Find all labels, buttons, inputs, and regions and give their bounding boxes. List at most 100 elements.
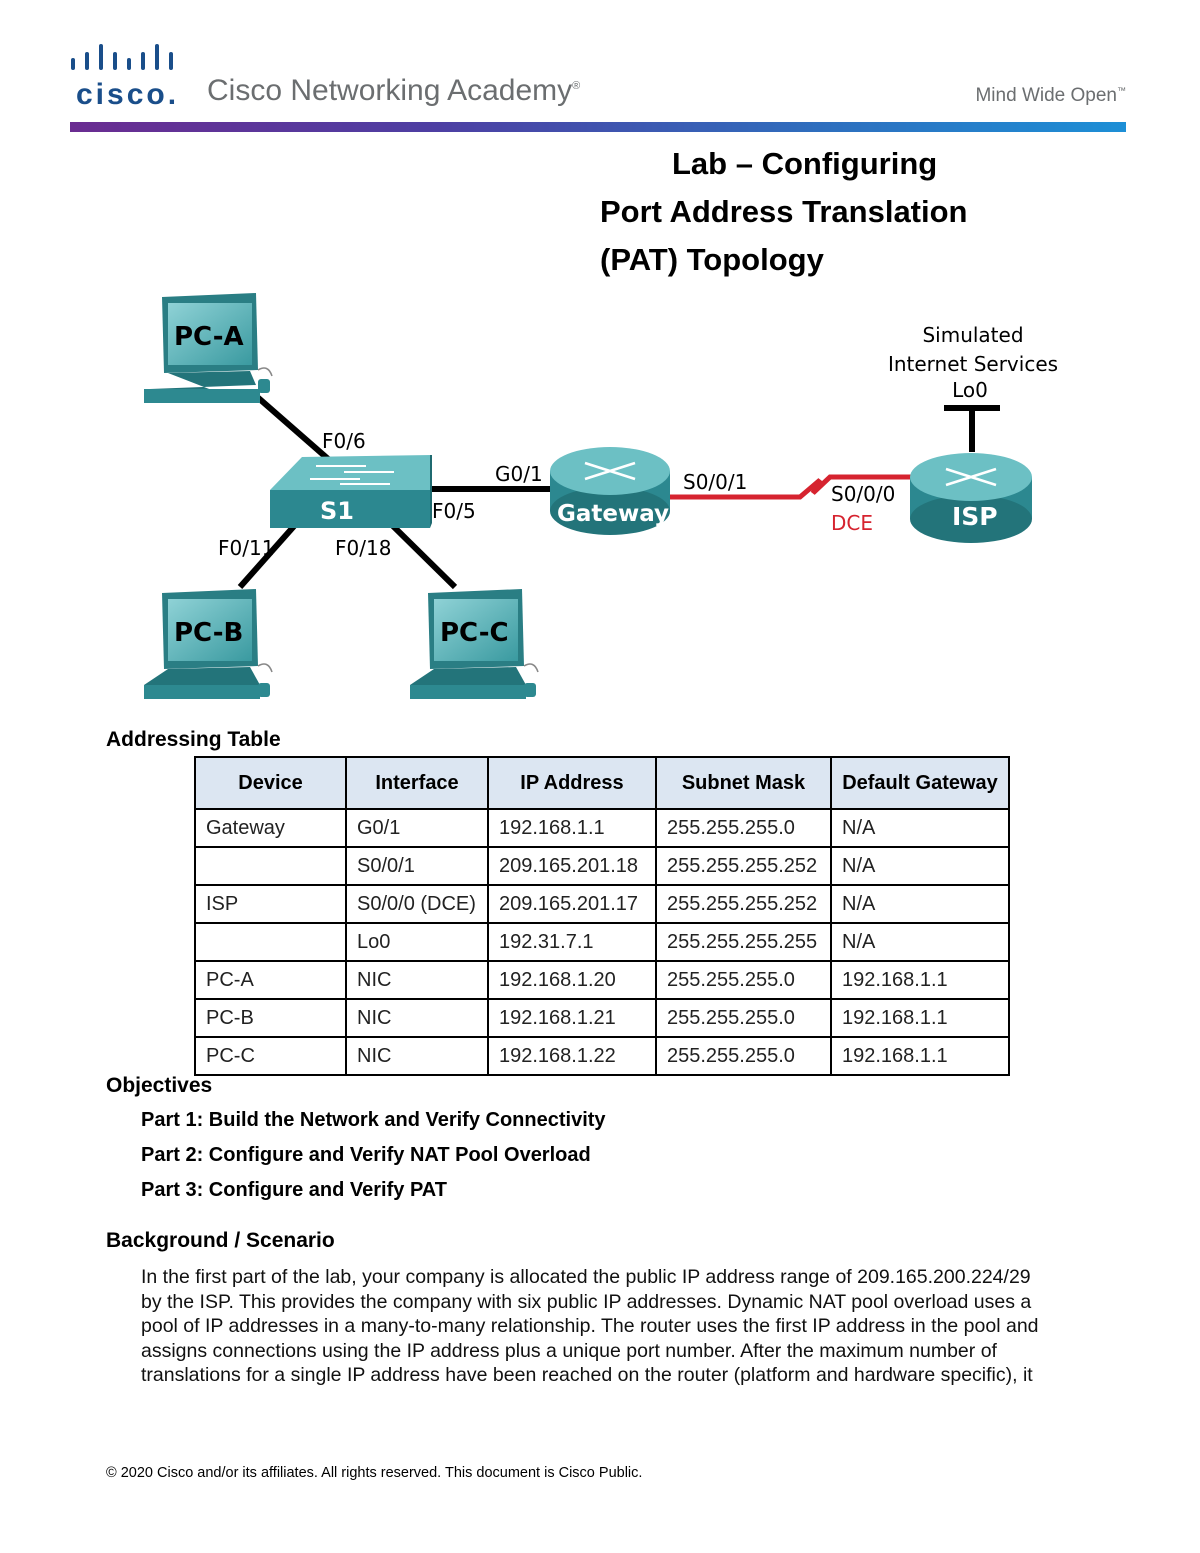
- table-cell: NIC: [345, 1036, 489, 1076]
- table-row: Gateway G0/1 192.168.1.1 255.255.255.0 N…: [194, 808, 1010, 848]
- table-cell: S0/0/1: [345, 846, 489, 886]
- isp-label: ISP: [952, 502, 998, 531]
- table-cell: S0/0/0 (DCE): [345, 884, 489, 924]
- page-title: Lab – Configuring Port Address Translati…: [600, 140, 1020, 284]
- title-line-2: Port Address Translation: [600, 194, 968, 229]
- port-label-f0-11: F0/11: [218, 536, 274, 560]
- table-cell: 255.255.255.0: [655, 1036, 832, 1076]
- column-header-ip-address: IP Address: [487, 756, 657, 810]
- objective-item: Part 3: Configure and Verify PAT: [141, 1179, 447, 1201]
- port-label-g0-1: G0/1: [495, 462, 543, 486]
- table-cell: N/A: [830, 808, 1010, 848]
- pc-c-label: PC-C: [440, 618, 509, 648]
- paragraph-line: translations for a single IP address hav…: [141, 1364, 1033, 1386]
- objectives-list: Part 1: Build the Network and Verify Con…: [141, 1106, 606, 1211]
- academy-name: Cisco Networking Academy®: [207, 74, 581, 107]
- pc-b-label: PC-B: [174, 618, 243, 648]
- port-label-f0-18: F0/18: [335, 536, 391, 560]
- table-row: PC-A NIC 192.168.1.20 255.255.255.0 192.…: [194, 960, 1010, 1000]
- objective-item: Part 1: Build the Network and Verify Con…: [141, 1109, 606, 1131]
- table-row: ISP S0/0/0 (DCE) 209.165.201.17 255.255.…: [194, 884, 1010, 924]
- internet-label-lo0: Lo0: [952, 378, 988, 402]
- copyright-footer: © 2020 Cisco and/or its affiliates. All …: [106, 1465, 643, 1481]
- cisco-logo-wordmark: cisco.: [76, 78, 180, 111]
- background-paragraph: In the first part of the lab, your compa…: [141, 1265, 1101, 1388]
- title-line-3: (PAT) Topology: [600, 242, 824, 277]
- switch-s1-device: S1: [270, 455, 432, 528]
- table-cell: 192.168.1.1: [830, 960, 1010, 1000]
- title-line-1: Lab – Configuring: [672, 146, 938, 181]
- column-header-device: Device: [194, 756, 347, 810]
- table-cell: 255.255.255.255: [655, 922, 832, 962]
- table-cell: 255.255.255.0: [655, 960, 832, 1000]
- table-cell: PC-B: [194, 998, 347, 1038]
- addressing-table-wrapper: Device Interface IP Address Subnet Mask …: [194, 756, 1010, 1076]
- table-cell: 192.168.1.1: [830, 998, 1010, 1038]
- table-cell: [194, 846, 347, 886]
- table-row: PC-C NIC 192.168.1.22 255.255.255.0 192.…: [194, 1036, 1010, 1076]
- table-cell: 192.168.1.20: [487, 960, 657, 1000]
- paragraph-line: In the first part of the lab, your compa…: [141, 1266, 1031, 1288]
- table-cell: 255.255.255.252: [655, 884, 832, 924]
- port-label-f0-6: F0/6: [322, 429, 366, 453]
- table-cell: PC-A: [194, 960, 347, 1000]
- table-cell: 192.168.1.21: [487, 998, 657, 1038]
- table-cell: 192.168.1.22: [487, 1036, 657, 1076]
- port-label-dce: DCE: [831, 511, 873, 535]
- table-row: PC-B NIC 192.168.1.21 255.255.255.0 192.…: [194, 998, 1010, 1038]
- internet-label-line-2: Internet Services: [888, 352, 1058, 376]
- internet-label-line-1: Simulated: [922, 323, 1023, 347]
- table-cell: 209.165.201.17: [487, 884, 657, 924]
- gateway-router-device: Gateway: [550, 447, 670, 535]
- port-label-s0-0-1: S0/0/1: [683, 470, 747, 494]
- pc-a-device: PC-A: [144, 293, 273, 403]
- addressing-table-heading: Addressing Table: [106, 728, 281, 751]
- background-heading: Background / Scenario: [106, 1229, 335, 1252]
- tagline: Mind Wide Open™: [975, 85, 1126, 106]
- table-cell: N/A: [830, 846, 1010, 886]
- pc-a-label: PC-A: [174, 322, 244, 352]
- column-header-subnet-mask: Subnet Mask: [655, 756, 832, 810]
- paragraph-line: pool of IP addresses in a many-to-many r…: [141, 1315, 1039, 1337]
- link-serial-gateway-isp: [668, 474, 915, 500]
- page-header: cisco. Cisco Networking Academy® Mind Wi…: [0, 0, 1200, 135]
- table-row: S0/0/1 209.165.201.18 255.255.255.252 N/…: [194, 846, 1010, 886]
- table-cell: Lo0: [345, 922, 489, 962]
- table-cell: NIC: [345, 960, 489, 1000]
- table-cell: PC-C: [194, 1036, 347, 1076]
- column-header-interface: Interface: [345, 756, 489, 810]
- header-divider: [70, 122, 1126, 132]
- table-cell: 192.31.7.1: [487, 922, 657, 962]
- table-row: Lo0 192.31.7.1 255.255.255.255 N/A: [194, 922, 1010, 962]
- table-cell: 255.255.255.0: [655, 998, 832, 1038]
- table-cell: 209.165.201.18: [487, 846, 657, 886]
- paragraph-line: assigns connections using the IP address…: [141, 1339, 997, 1362]
- gateway-label: Gateway: [557, 501, 669, 527]
- pc-c-device: PC-C: [410, 589, 539, 699]
- isp-router-device: ISP: [910, 405, 1032, 543]
- link-s1-pcb: [237, 523, 298, 589]
- table-header-row: Device Interface IP Address Subnet Mask …: [194, 756, 1010, 810]
- link-s1-pcc: [389, 522, 458, 590]
- table-cell: G0/1: [345, 808, 489, 848]
- link-pca-s1: [253, 392, 337, 468]
- table-cell: N/A: [830, 884, 1010, 924]
- table-cell: 255.255.255.0: [655, 808, 832, 848]
- table-cell: NIC: [345, 998, 489, 1038]
- column-header-default-gateway: Default Gateway: [830, 756, 1010, 810]
- objectives-heading: Objectives: [106, 1074, 213, 1097]
- table-cell: 192.168.1.1: [830, 1036, 1010, 1076]
- port-label-s0-0-0: S0/0/0: [831, 482, 895, 506]
- table-cell: 255.255.255.252: [655, 846, 832, 886]
- s1-label: S1: [320, 497, 354, 525]
- port-label-f0-5: F0/5: [432, 499, 476, 523]
- objective-item: Part 2: Configure and Verify NAT Pool Ov…: [141, 1144, 591, 1166]
- table-cell: [194, 922, 347, 962]
- table-cell: Gateway: [194, 808, 347, 848]
- table-cell: N/A: [830, 922, 1010, 962]
- table-cell: ISP: [194, 884, 347, 924]
- cisco-logo-bars-icon: [71, 44, 173, 70]
- pc-b-device: PC-B: [144, 589, 273, 699]
- paragraph-line: by the ISP. This provides the company wi…: [141, 1290, 1032, 1313]
- topology-diagram: PC-A PC-B PC-C S1: [144, 293, 1058, 699]
